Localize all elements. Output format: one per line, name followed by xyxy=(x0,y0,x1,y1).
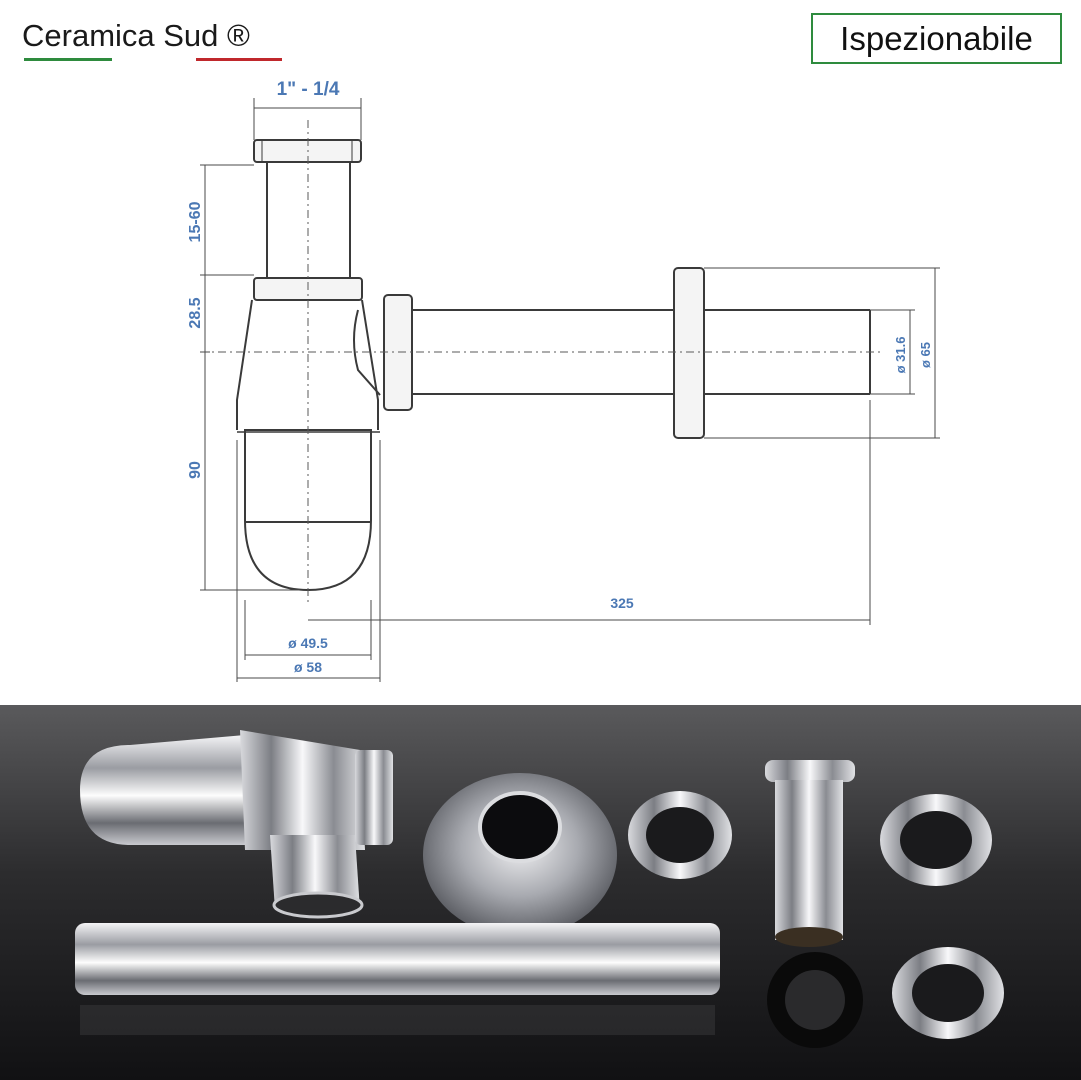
dim-pipe-diameter: ø 31.6 xyxy=(893,337,908,374)
dim-outlet-height: 28.5 xyxy=(187,297,204,328)
rosette xyxy=(423,773,617,937)
dim-body-diameter: ø 58 xyxy=(294,659,322,675)
inspectable-badge: Ispezionabile xyxy=(811,13,1062,64)
ring-nut-1 xyxy=(628,791,732,879)
product-photo xyxy=(0,705,1081,1080)
technical-drawing: 1" - 1/4 15-60 28.5 90 325 ø 49.5 ø 58 ø… xyxy=(187,79,940,682)
dim-thread-size: 1" - 1/4 xyxy=(277,79,340,100)
outlet-pipe xyxy=(75,923,720,1035)
dim-height-adjust: 15-60 xyxy=(187,201,204,242)
brand-name: Ceramica Sud ® xyxy=(22,18,250,53)
dim-outlet-length: 325 xyxy=(610,595,634,611)
ring-nut-2 xyxy=(880,794,992,886)
vertical-tube xyxy=(765,760,855,947)
rubber-washer xyxy=(767,952,863,1048)
brand-underline-green xyxy=(24,58,112,61)
dim-body-height: 90 xyxy=(187,461,204,479)
ring-nut-3 xyxy=(892,947,1004,1039)
dim-rosette-diameter: ø 65 xyxy=(918,342,933,368)
dim-cup-diameter: ø 49.5 xyxy=(288,635,328,651)
brand-underline-red xyxy=(196,58,282,61)
trap-body xyxy=(80,730,393,919)
